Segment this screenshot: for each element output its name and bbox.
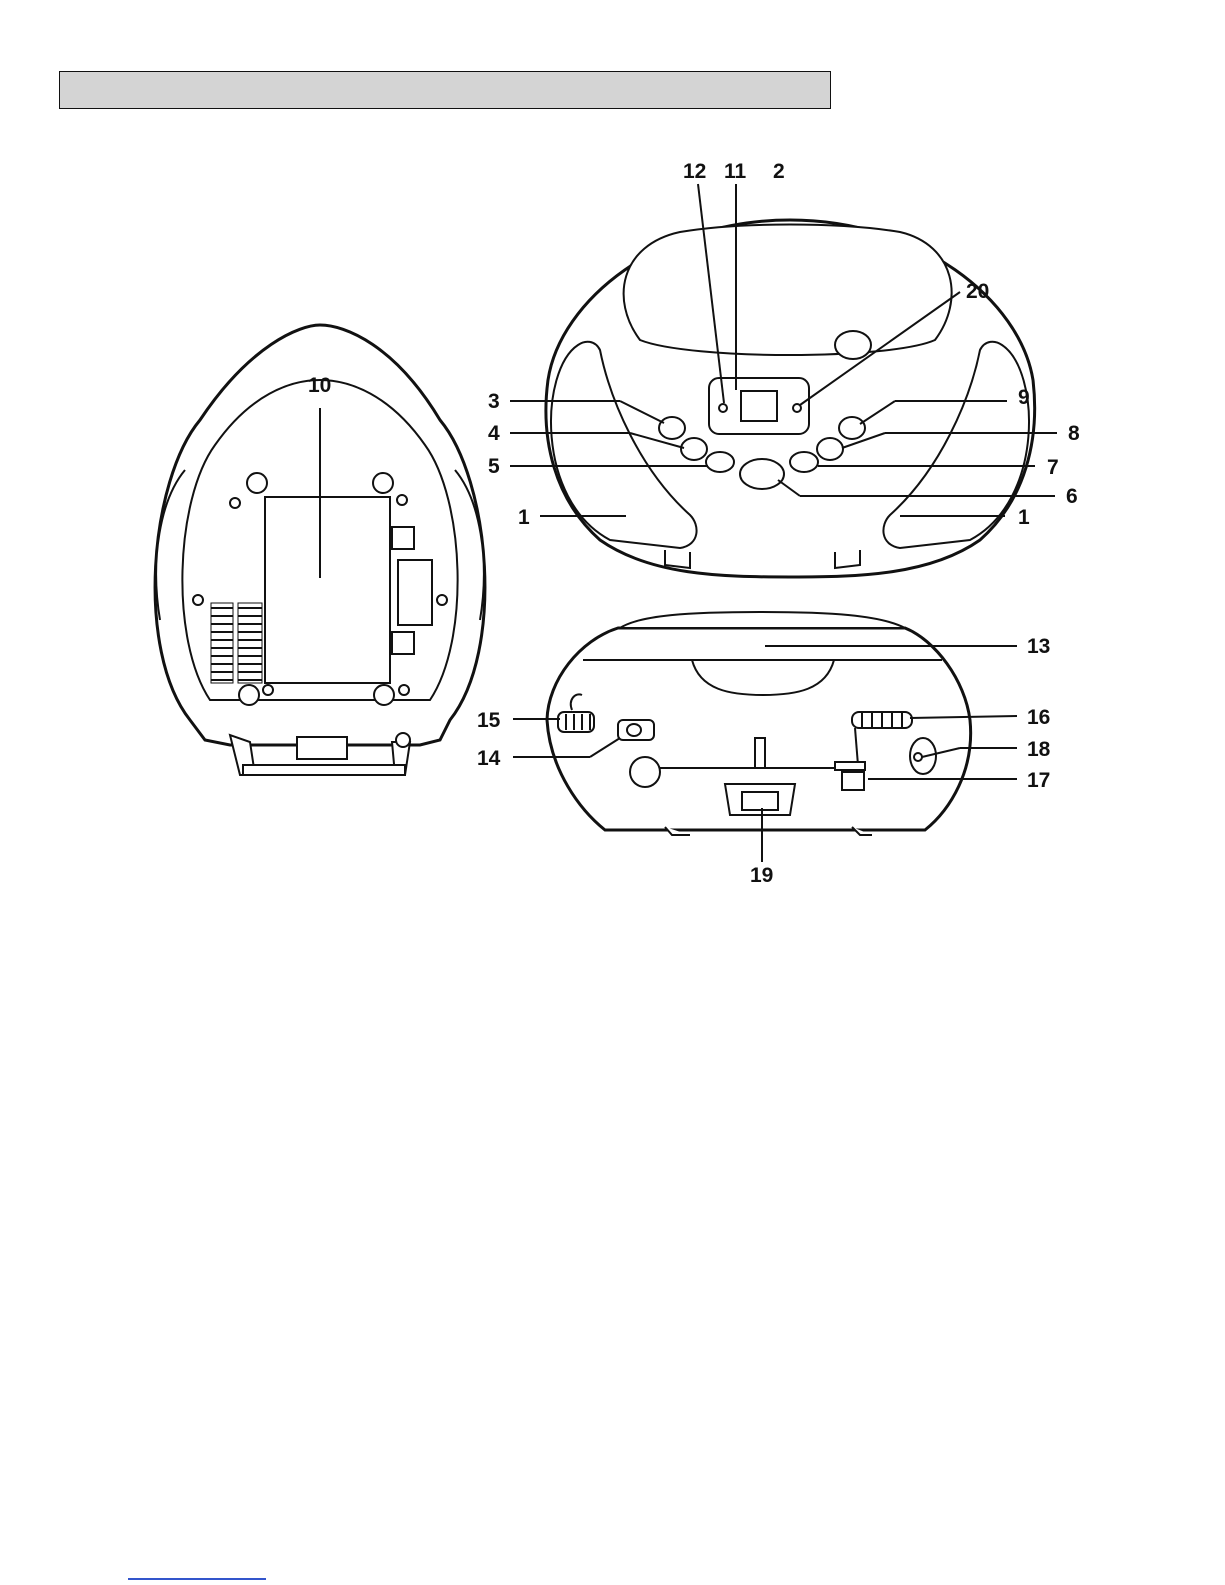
callout-18: 18 <box>1027 738 1051 761</box>
cd-lid <box>624 225 952 356</box>
callout-5: 5 <box>488 455 500 478</box>
button-6[interactable] <box>740 459 784 489</box>
callout-1-right: 1 <box>1018 506 1030 529</box>
callout-2: 2 <box>773 160 785 183</box>
callout-13: 13 <box>1027 635 1050 658</box>
callout-17: 17 <box>1027 769 1050 792</box>
front-view <box>546 220 1035 577</box>
callout-20: 20 <box>966 280 989 303</box>
callout-11: 11 <box>724 160 747 183</box>
callout-8: 8 <box>1068 422 1080 445</box>
button-7[interactable] <box>790 452 818 472</box>
callout-14: 14 <box>477 747 501 770</box>
dial-16[interactable] <box>852 712 912 728</box>
callout-10: 10 <box>308 374 331 397</box>
callout-16: 16 <box>1027 706 1050 729</box>
switch-14[interactable] <box>618 720 654 740</box>
callout-12: 12 <box>683 160 706 183</box>
battery-compartment <box>265 497 390 683</box>
callout-3: 3 <box>488 390 500 413</box>
callout-1-left: 1 <box>518 506 530 529</box>
callout-7: 7 <box>1047 456 1059 479</box>
callout-9: 9 <box>1018 386 1030 409</box>
lcd-display <box>741 391 777 421</box>
button-4[interactable] <box>681 438 707 460</box>
button-8[interactable] <box>817 438 843 460</box>
button-5[interactable] <box>706 452 734 472</box>
callout-6: 6 <box>1066 485 1078 508</box>
button-3[interactable] <box>659 417 685 439</box>
callout-4: 4 <box>488 422 500 445</box>
button-9[interactable] <box>839 417 865 439</box>
footer-rule <box>128 1578 266 1580</box>
callout-15: 15 <box>477 709 501 732</box>
callout-19: 19 <box>750 864 773 887</box>
